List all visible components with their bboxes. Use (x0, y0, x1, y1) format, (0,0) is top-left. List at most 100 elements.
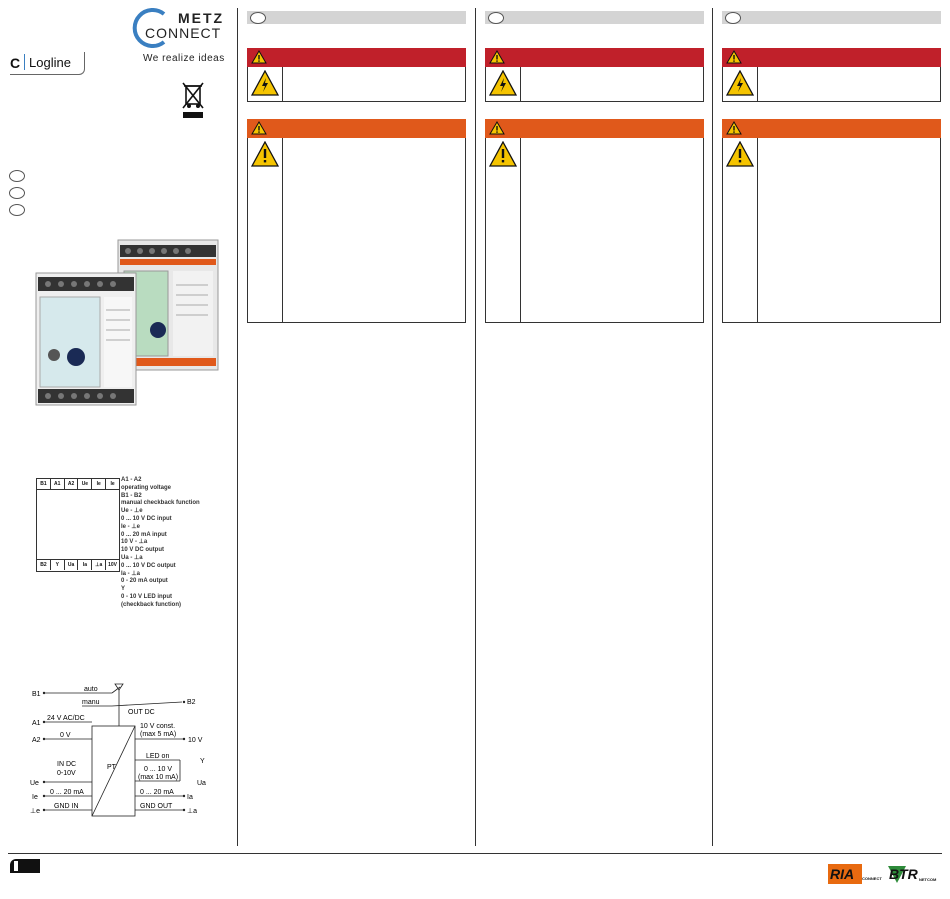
legend-line: 0 ... 20 mA input (121, 531, 167, 538)
circuit-label: 0 ... 10 V (144, 766, 172, 773)
weee-bin-icon (182, 82, 204, 118)
circuit-label: 10 V const. (140, 723, 175, 730)
legend-line: (checkback function) (121, 601, 182, 608)
danger-bar-1 (247, 48, 466, 67)
warning-icon-cell (248, 138, 283, 322)
danger-box-3 (722, 67, 941, 102)
circuit-label: GND IN (54, 803, 79, 810)
danger-bar-3 (722, 48, 941, 67)
logline-logo: C Logline (10, 52, 85, 75)
circuit-label: B1 (32, 691, 41, 698)
logline-c: C (10, 55, 21, 71)
warning-bar-2 (485, 119, 704, 138)
legend-line: 10 V - ⊥a (121, 539, 148, 546)
legend-line: 0 ... 10 V DC output (121, 562, 176, 569)
legend-line: 0 - 20 mA output (121, 578, 168, 585)
electric-shock-icon (251, 70, 279, 96)
warning-icon-cell (486, 138, 521, 322)
brand-metz: METZ (178, 10, 225, 26)
circuit-label: 10 V (188, 737, 203, 744)
circuit-label: ⊥e (30, 808, 40, 815)
warning-triangle-icon (489, 50, 505, 64)
language-circle (488, 12, 504, 24)
danger-box-2 (485, 67, 704, 102)
ria-sub: CONNECT (862, 876, 882, 881)
terminal-label: Ia (78, 560, 93, 570)
column-divider (712, 8, 713, 846)
warning-triangle-icon (251, 50, 267, 64)
legend-line: A1 - A2 (121, 477, 142, 483)
circuit-label: Y (200, 758, 205, 765)
circuit-label: LED on (146, 753, 169, 760)
c-logo-footer-icon (10, 859, 40, 873)
warning-triangle-icon (726, 50, 742, 64)
legend-line: manual checkback function (121, 500, 200, 507)
terminal-label: Ua (65, 560, 79, 570)
danger-icon-cell (486, 67, 521, 101)
terminal-label: Ie (92, 479, 107, 489)
terminal-label: ⊥a (92, 560, 107, 570)
circuit-label: 0 ... 20 mA (50, 789, 84, 796)
warning-triangle-icon (251, 121, 267, 135)
warning-icon-cell (723, 138, 758, 322)
legend-line: B1 - B2 (121, 492, 142, 499)
circuit-label: (max 5 mA) (140, 731, 176, 738)
terminal-label: Ue (78, 479, 93, 489)
ria-connect-logo: RIA CONNECT (828, 864, 882, 886)
product-image (35, 239, 219, 406)
legend-line: operating voltage (121, 484, 172, 491)
btr-text: BTR (889, 866, 918, 882)
ria-text: RIA (830, 866, 855, 882)
warning-box-1 (247, 138, 466, 323)
language-header-3 (722, 11, 941, 24)
circuit-label: A1 (32, 720, 41, 727)
circuit-label: Ie (32, 794, 38, 801)
language-header-1 (247, 11, 466, 24)
brand-connect: CONNECT (145, 25, 222, 41)
circuit-label: IN DC (57, 761, 76, 768)
column-divider (475, 8, 476, 846)
logline-name: Logline (29, 55, 71, 70)
circuit-label: PT (107, 764, 117, 771)
danger-bar-2 (485, 48, 704, 67)
circuit-diagram: B1 auto manu B2 OUT DC A1 24 V AC/DC A2 … (30, 683, 206, 817)
legend-line: 10 V DC output (121, 547, 164, 554)
terminal-label: A2 (65, 479, 79, 489)
danger-icon-cell (723, 67, 758, 101)
circuit-label: 0-10V (57, 770, 76, 777)
circuit-label: manu (82, 699, 100, 706)
language-header-2 (485, 11, 704, 24)
logline-separator (24, 54, 25, 70)
circuit-label: (max 10 mA) (138, 774, 178, 781)
terminal-top-row: B1 A1 A2 Ue Ie Ie (37, 479, 119, 490)
circuit-label: A2 (32, 737, 41, 744)
legend-line: Ua - ⊥a (121, 554, 143, 561)
btr-netcom-logo: BTR NETCOM (886, 864, 942, 886)
circuit-label: Ua (197, 780, 206, 787)
danger-box-1 (247, 67, 466, 102)
terminal-legend: A1 - A2 operating voltage B1 - B2 manual… (121, 477, 200, 610)
column-divider (237, 8, 238, 846)
terminal-diagram: B1 A1 A2 Ue Ie Ie B2 Y Ua Ia ⊥a 10V (36, 478, 120, 572)
brand-tagline: We realize ideas (143, 53, 225, 64)
metz-connect-logo-icon (132, 8, 166, 48)
btr-sub: NETCOM (919, 877, 937, 882)
circuit-label: 24 V AC/DC (47, 715, 85, 722)
terminal-bottom-row: B2 Y Ua Ia ⊥a 10V (37, 559, 119, 570)
terminal-label: Ie (110, 481, 115, 487)
legend-line: 0 ... 10 V DC input (121, 515, 172, 522)
terminal-label: B2 (37, 560, 51, 570)
legend-line: Y (121, 586, 126, 593)
warning-bar-1 (247, 119, 466, 138)
warning-triangle-icon (489, 121, 505, 135)
language-circle-2 (9, 187, 25, 199)
legend-line: Ie - ⊥e (121, 523, 140, 530)
caution-icon (251, 141, 279, 167)
terminal-label: A1 (51, 479, 65, 489)
circuit-label: 0 ... 20 mA (140, 789, 174, 796)
circuit-label: Ue (30, 780, 39, 787)
caution-icon (489, 141, 517, 167)
language-circle (250, 12, 266, 24)
warning-box-2 (485, 138, 704, 323)
legend-line: Ue - ⊥e (121, 508, 143, 515)
